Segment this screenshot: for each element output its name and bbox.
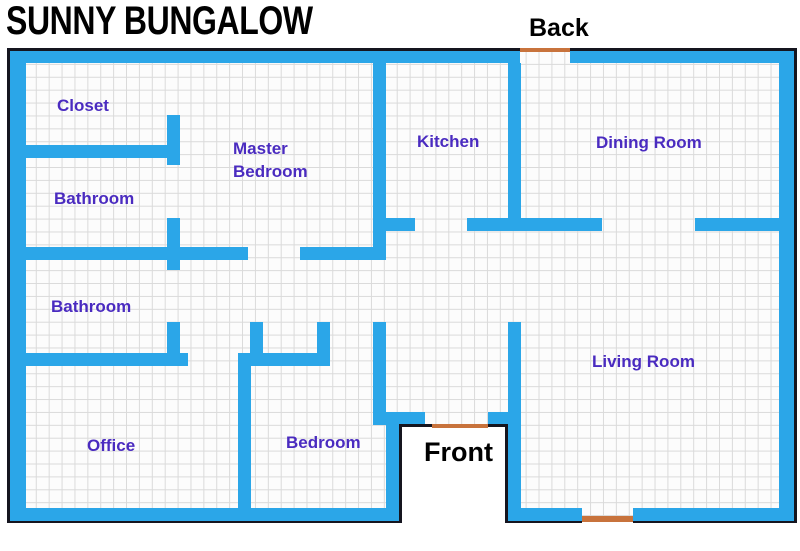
- outline-bottom-mid: [508, 520, 582, 523]
- wall-outer-left: [10, 51, 26, 520]
- outline-bottom-left: [7, 520, 399, 523]
- wall-bath1-east-stub: [167, 218, 180, 270]
- wall-bottom-west: [10, 508, 399, 521]
- room-label-office: Office: [87, 436, 136, 455]
- wall-hall-north-b: [300, 247, 386, 260]
- plan-title: SUNNY BUNGALOW: [6, 0, 313, 43]
- porch-border-right: [505, 424, 508, 523]
- wall-kitchen-south-a: [386, 218, 415, 231]
- wall-dining-south: [695, 218, 780, 231]
- wall-outer-right: [779, 51, 794, 520]
- front-door-threshold: [432, 424, 488, 428]
- back-door-threshold: [520, 48, 570, 52]
- wall-closet-east-stub: [167, 115, 180, 165]
- outline-bottom-right: [633, 520, 797, 523]
- back-door-label: Back: [529, 14, 589, 42]
- room-label-bathroom-upper: Bathroom: [54, 189, 135, 208]
- outline-top-right: [570, 48, 797, 51]
- room-label-master-bedroom: Master Bedroom: [233, 139, 308, 181]
- wall-top-east-of-back-door: [570, 51, 794, 63]
- wall-entry-west-jamb: [386, 425, 399, 521]
- floor-grid: [10, 51, 794, 520]
- wall-hall-north-a: [26, 247, 248, 260]
- outline-left: [7, 48, 10, 523]
- wall-kitchen-dining-divider: [508, 63, 521, 231]
- wall-bedroom-west: [238, 365, 251, 521]
- room-label-bedroom: Bedroom: [286, 433, 361, 452]
- wall-living-west: [508, 322, 521, 521]
- wall-entry-lintel-left: [373, 412, 425, 425]
- wall-master-kitchen-divider: [373, 63, 386, 260]
- wall-top-west-of-back-door: [10, 51, 520, 63]
- wall-office-north: [26, 353, 188, 366]
- porch-floor: [402, 427, 505, 523]
- wall-closet-south: [26, 145, 168, 158]
- porch-border-left: [399, 424, 402, 523]
- wall-bottom-mid: [521, 508, 582, 521]
- room-label-living-room: Living Room: [592, 352, 695, 371]
- outline-top-left: [7, 48, 520, 51]
- room-label-bathroom-lower: Bathroom: [51, 297, 132, 316]
- outline-right: [794, 48, 797, 523]
- wall-bedroom-closet-stub-b: [317, 322, 330, 365]
- wall-bottom-east: [633, 508, 794, 521]
- patio-door-threshold: [582, 516, 633, 522]
- wall-kitchen-south-b: [467, 218, 602, 231]
- wall-bedroom-east: [373, 322, 386, 425]
- front-door-label: Front: [424, 437, 493, 467]
- room-label-closet: Closet: [57, 96, 109, 115]
- room-label-kitchen: Kitchen: [417, 132, 480, 151]
- wall-bath2-east-stub: [167, 322, 180, 365]
- wall-bedroom-closet-stub-a: [250, 322, 263, 365]
- room-label-dining-room: Dining Room: [596, 133, 702, 152]
